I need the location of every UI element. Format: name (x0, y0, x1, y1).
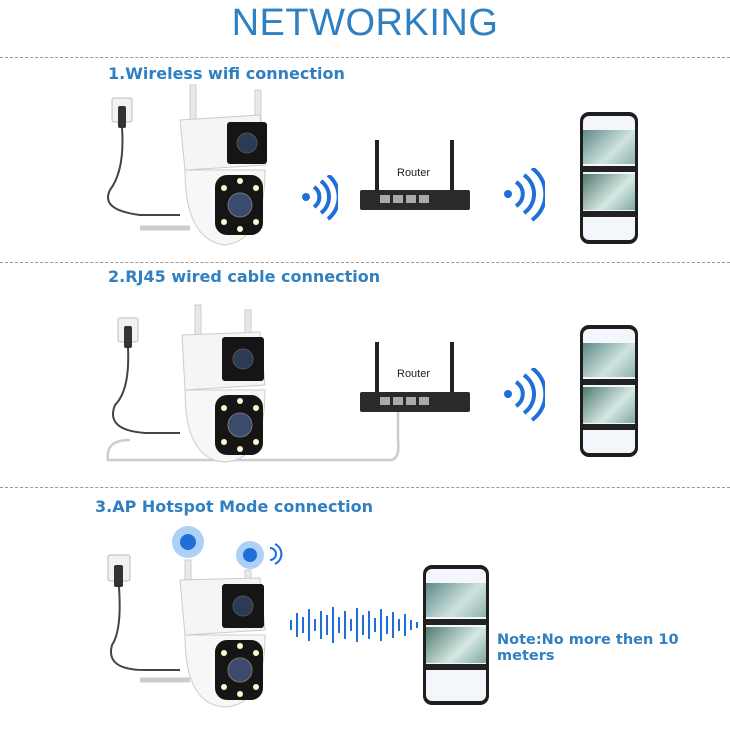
wifi-signal-icon (504, 168, 545, 222)
section-3-heading: 3.AP Hotspot Mode connection (95, 497, 374, 516)
camera-hotspot-mode (107, 526, 283, 708)
smartphone-app-view (580, 325, 638, 457)
camera-with-power-adapter (107, 84, 267, 246)
wifi-signal-icon (504, 368, 545, 422)
section-1-heading: 1.Wireless wifi connection (108, 64, 345, 83)
divider (0, 487, 730, 488)
wifi-signal-icon (302, 175, 338, 221)
router-icon (360, 342, 470, 412)
page-title: NETWORKING (231, 2, 499, 44)
divider (0, 57, 730, 58)
smartphone-app-view (423, 565, 489, 705)
section-2-heading: 2.RJ45 wired cable connection (108, 267, 381, 286)
sound-wave-signal-icon (290, 607, 418, 643)
distance-note: Note:No more then 10 meters (497, 632, 679, 664)
divider (0, 262, 730, 263)
camera-with-wired-cable (106, 304, 400, 463)
router-label: Router (397, 167, 431, 179)
smartphone-app-view (580, 112, 638, 244)
router-icon (360, 140, 470, 210)
router-label: Router (397, 368, 431, 380)
